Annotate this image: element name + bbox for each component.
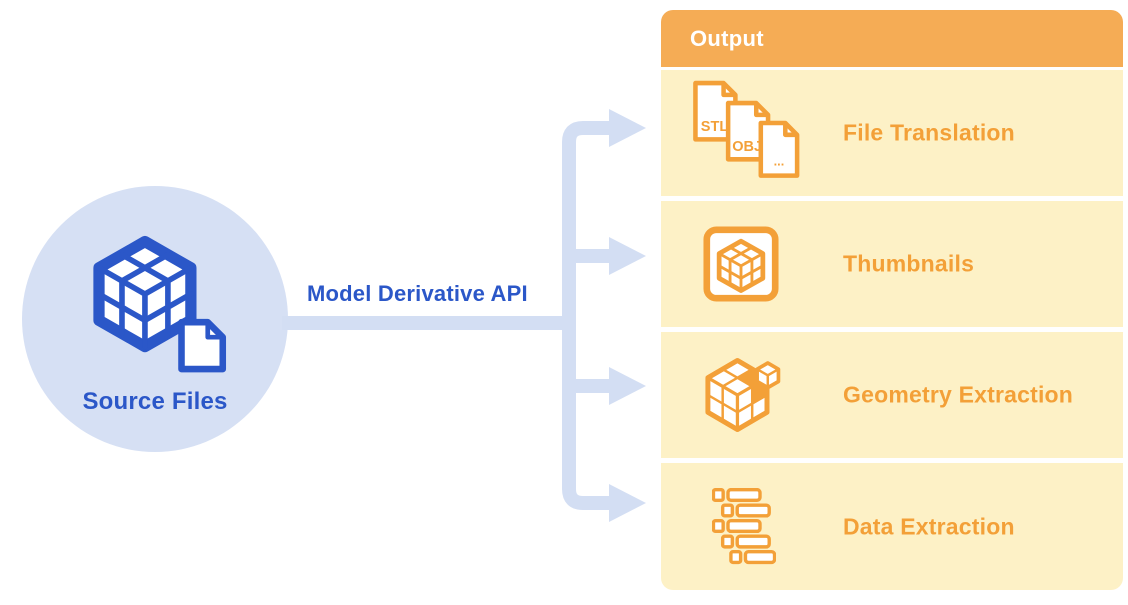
source-files-label: Source Files: [82, 388, 228, 415]
output-panel: Output STL OBJ ... File Translation: [661, 10, 1123, 590]
exploded-cube-icon: [705, 358, 781, 432]
output-row-file-translation: STL OBJ ... File Translation: [661, 70, 1123, 196]
branch-arrows: [562, 109, 646, 522]
connector-line: [282, 316, 574, 330]
model-derivative-api-label: Model Derivative API: [307, 281, 528, 306]
file-type-more: ...: [774, 155, 785, 169]
row-label-data-extraction: Data Extraction: [843, 513, 1015, 539]
data-rows-icon: [712, 487, 776, 564]
row-label-thumbnails: Thumbnails: [843, 250, 975, 277]
source-cube-icon: [93, 235, 227, 373]
output-row-geometry-extraction: Geometry Extraction: [661, 332, 1123, 458]
row-label-geometry-extraction: Geometry Extraction: [843, 381, 1074, 408]
framed-cube-icon: [703, 226, 779, 302]
document-stack-icon: STL OBJ ...: [693, 80, 800, 178]
output-row-data-extraction: Data Extraction: [661, 463, 1123, 590]
output-title: Output: [690, 25, 764, 51]
file-type-obj: OBJ: [732, 139, 762, 155]
output-panel-header: Output: [661, 10, 1123, 67]
output-row-thumbnails: Thumbnails: [661, 201, 1123, 327]
file-type-stl: STL: [701, 119, 729, 135]
row-label-file-translation: File Translation: [843, 119, 1015, 146]
